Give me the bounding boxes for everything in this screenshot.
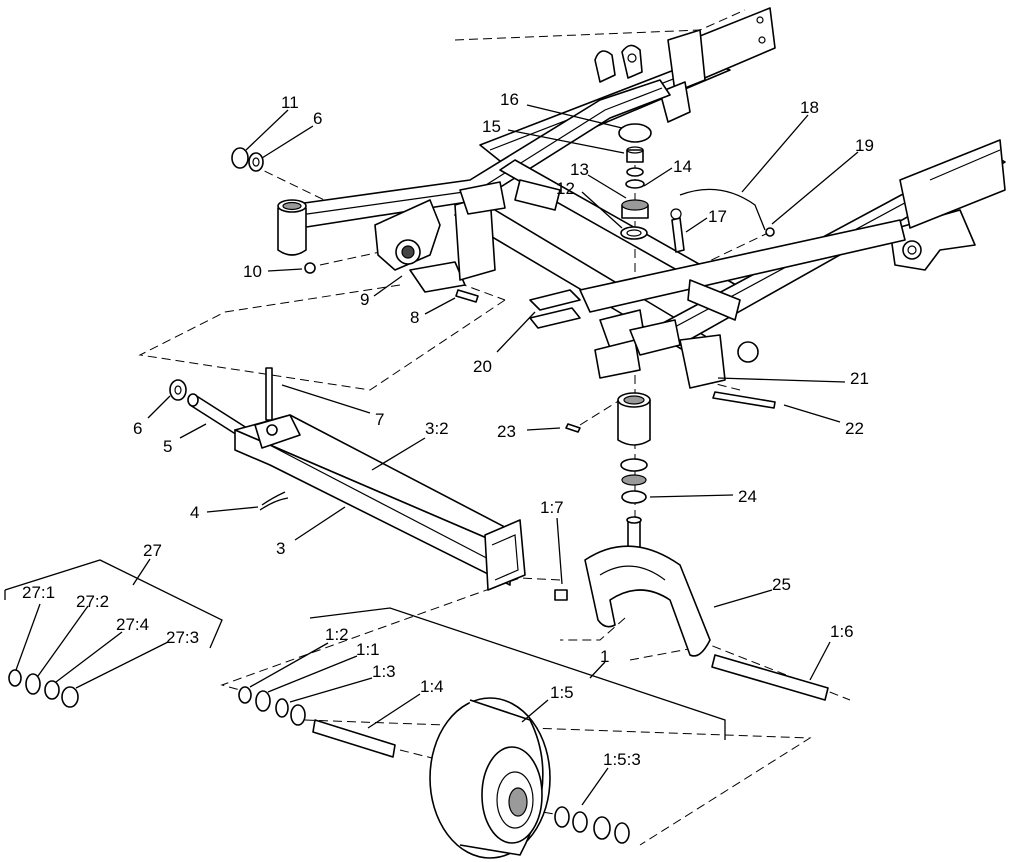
callout-3: 3 xyxy=(276,539,285,558)
callout-6-left: 6 xyxy=(133,419,142,438)
callout-3-2: 3:2 xyxy=(425,419,449,438)
retaining-ring-11 xyxy=(231,147,249,169)
callout-22: 22 xyxy=(845,419,864,438)
callout-1-6: 1:6 xyxy=(830,622,854,641)
bearing-kit-27 xyxy=(8,669,79,708)
callout-23: 23 xyxy=(497,422,516,441)
callout-7: 7 xyxy=(375,410,384,429)
dust-cap-16 xyxy=(618,123,652,143)
push-arm-assembly xyxy=(169,367,526,591)
callout-27-4: 27:4 xyxy=(116,615,149,634)
callout-27-1: 27:1 xyxy=(22,583,55,602)
callout-27-3: 27:3 xyxy=(166,628,199,647)
callout-10: 10 xyxy=(243,262,262,281)
callout-labels: 11 6 16 15 13 14 12 18 19 17 10 9 8 20 2… xyxy=(22,90,874,769)
callout-6-top: 6 xyxy=(313,109,322,128)
callout-1-1: 1:1 xyxy=(356,640,380,659)
group-brackets xyxy=(4,559,726,740)
callout-1-4: 1:4 xyxy=(420,677,444,696)
callout-8: 8 xyxy=(410,308,419,327)
callout-1-3: 1:3 xyxy=(372,662,396,681)
callout-5: 5 xyxy=(163,437,172,456)
caster-fork xyxy=(584,516,711,657)
callout-1-7: 1:7 xyxy=(540,498,564,517)
callout-21: 21 xyxy=(850,369,869,388)
callout-15: 15 xyxy=(482,117,501,136)
callout-11: 11 xyxy=(281,93,299,112)
callout-17: 17 xyxy=(708,207,727,226)
callout-16: 16 xyxy=(500,90,519,109)
callout-1: 1 xyxy=(600,647,609,666)
callout-1-2: 1:2 xyxy=(325,625,349,644)
callout-24: 24 xyxy=(738,487,757,506)
callout-4: 4 xyxy=(190,503,199,522)
callout-13: 13 xyxy=(570,160,589,179)
hardware xyxy=(231,123,776,601)
main-frame xyxy=(277,7,1006,389)
callout-1-5: 1:5 xyxy=(550,683,574,702)
callout-1-5-3: 1:5:3 xyxy=(603,750,641,769)
callout-14: 14 xyxy=(673,157,692,176)
callout-18: 18 xyxy=(800,98,819,117)
leader-lines xyxy=(15,104,859,806)
callout-25: 25 xyxy=(772,575,791,594)
callout-27: 27 xyxy=(143,541,162,560)
callout-19: 19 xyxy=(855,136,874,155)
wheel-assembly xyxy=(312,697,630,859)
axle-bolt-1-6 xyxy=(711,654,829,701)
axle-bearings xyxy=(238,686,306,726)
callout-27-2: 27:2 xyxy=(76,592,109,611)
callout-20: 20 xyxy=(473,357,492,376)
callout-9: 9 xyxy=(360,290,369,309)
callout-12: 12 xyxy=(556,179,575,198)
